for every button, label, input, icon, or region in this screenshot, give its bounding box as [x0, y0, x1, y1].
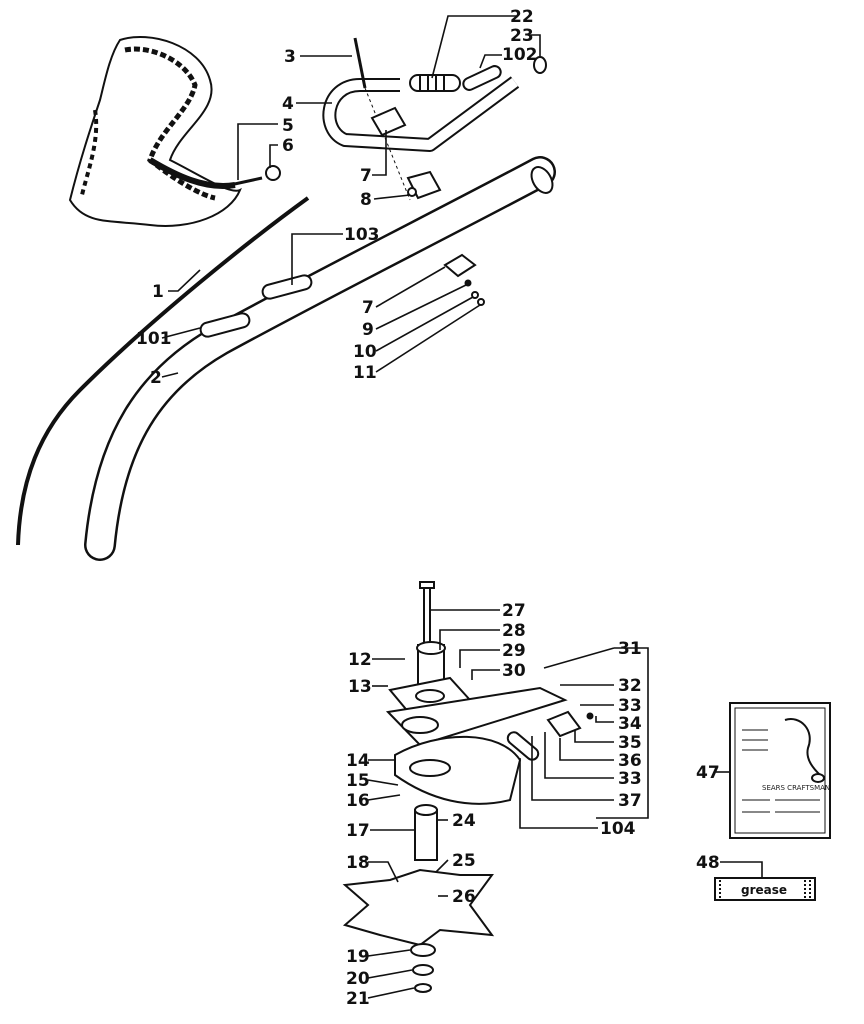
label-decal-101: [199, 312, 251, 338]
callout-34: 34: [618, 714, 642, 734]
loop-handle: [322, 76, 520, 152]
callout-8: 8: [360, 190, 372, 210]
strap-hook: [229, 165, 281, 187]
bolt-3: [353, 37, 367, 89]
grease-label: grease: [741, 883, 787, 897]
callout-36: 36: [618, 751, 642, 771]
manual-brand-text: SEARS CRAFTSMAN: [762, 784, 830, 792]
callout-10: 10: [353, 342, 377, 362]
label-decal-103: [261, 274, 313, 300]
callout-19: 19: [346, 947, 370, 967]
callout-31: 31: [618, 639, 642, 659]
shoulder-strap: [68, 35, 242, 227]
callout-7-upper: 7: [360, 166, 372, 186]
callout-23: 23: [510, 26, 534, 46]
callout-47: 47: [696, 763, 720, 783]
callout-18: 18: [346, 853, 370, 873]
callout-29: 29: [502, 641, 526, 661]
leader-lines: [161, 15, 763, 999]
washer-9: [464, 279, 472, 287]
housing-tube: [84, 156, 556, 561]
callout-7-lower: 7: [362, 298, 374, 318]
flex-shaft: [16, 196, 310, 546]
callout-27: 27: [502, 601, 526, 621]
callout-5: 5: [282, 116, 294, 136]
handle-clamp-7a: [370, 106, 407, 137]
callout-30: 30: [502, 661, 526, 681]
callouts: 22 23 102 3 4 5 6 7 8 103 1 101 2 7 9 10…: [136, 7, 720, 1009]
callout-33-lower: 33: [618, 769, 642, 789]
owners-manual: SEARS CRAFTSMAN: [729, 702, 831, 839]
callout-12: 12: [348, 650, 372, 670]
callout-24: 24: [452, 811, 476, 831]
callout-17: 17: [346, 821, 370, 841]
callout-3: 3: [284, 47, 296, 67]
callout-33-upper: 33: [618, 696, 642, 716]
callout-16: 16: [346, 791, 370, 811]
callout-6: 6: [282, 136, 294, 156]
grip-104: [506, 731, 540, 761]
callout-20: 20: [346, 969, 370, 989]
callout-9: 9: [362, 320, 374, 340]
tube-clamp-7b: [443, 253, 477, 278]
callout-26: 26: [452, 887, 476, 907]
lockwasher-10: [471, 291, 479, 299]
grip-102: [462, 65, 502, 91]
callout-101: 101: [136, 329, 172, 349]
callout-21: 21: [346, 989, 370, 1009]
callout-13: 13: [348, 677, 372, 697]
callout-104: 104: [600, 819, 636, 839]
gearhead-assembly: [342, 581, 594, 993]
callout-22: 22: [510, 7, 534, 27]
callout-28: 28: [502, 621, 526, 641]
callout-11: 11: [353, 363, 377, 383]
callout-25: 25: [452, 851, 476, 871]
nut-11: [477, 298, 485, 306]
callout-32: 32: [618, 676, 642, 696]
grease-tube: grease: [714, 877, 816, 901]
callout-48: 48: [696, 853, 720, 873]
callout-4: 4: [282, 94, 294, 114]
callout-102: 102: [502, 45, 538, 65]
callout-1: 1: [152, 282, 164, 302]
callout-14: 14: [346, 751, 370, 771]
callout-35: 35: [618, 733, 642, 753]
callout-15: 15: [346, 771, 370, 791]
callout-37: 37: [618, 791, 642, 811]
callout-103: 103: [344, 225, 380, 245]
callout-2: 2: [150, 368, 162, 388]
